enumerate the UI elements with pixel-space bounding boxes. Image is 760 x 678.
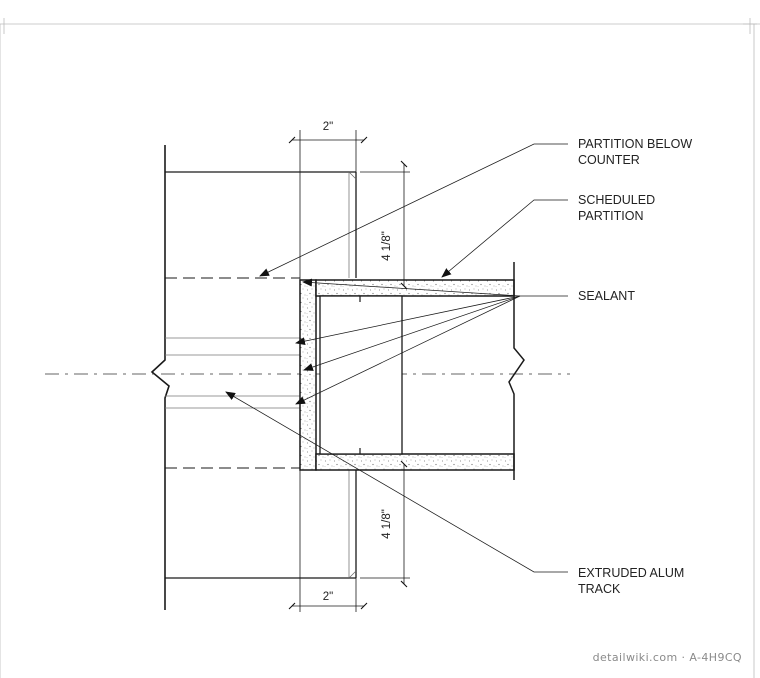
svg-text:PARTITION BELOW: PARTITION BELOW: [578, 137, 692, 151]
svg-text:PARTITION: PARTITION: [578, 209, 644, 223]
scheduled-partition: [315, 262, 525, 480]
dim-bottom-width: 2": [323, 591, 333, 603]
dim-top-width: 2": [323, 121, 333, 133]
watermark: detailwiki.com · A-4H9CQ: [593, 651, 742, 664]
svg-text:EXTRUDED ALUM: EXTRUDED ALUM: [578, 566, 684, 580]
svg-text:SCHEDULED: SCHEDULED: [578, 193, 655, 207]
svg-text:TRACK: TRACK: [578, 582, 621, 596]
callout-extruded-alum-track: EXTRUDED ALUM TRACK: [578, 566, 684, 596]
dim-upper-depth: 4 1/8": [381, 231, 393, 261]
leader-lines: [225, 143, 568, 573]
callout-sealant: SEALANT: [578, 289, 635, 303]
watermark-code: A-4H9CQ: [689, 651, 742, 664]
dim-lower-depth: 4 1/8": [381, 509, 393, 539]
watermark-separator: ·: [677, 651, 690, 664]
callout-partition-below-counter: PARTITION BELOW COUNTER: [578, 137, 692, 167]
extruded-alum-track: [299, 279, 317, 471]
sheet-frame: [0, 18, 760, 678]
dimension-lines: [288, 130, 410, 612]
callout-scheduled-partition: SCHEDULED PARTITION: [578, 193, 655, 223]
watermark-site: detailwiki.com: [592, 651, 678, 664]
svg-text:COUNTER: COUNTER: [578, 153, 640, 167]
